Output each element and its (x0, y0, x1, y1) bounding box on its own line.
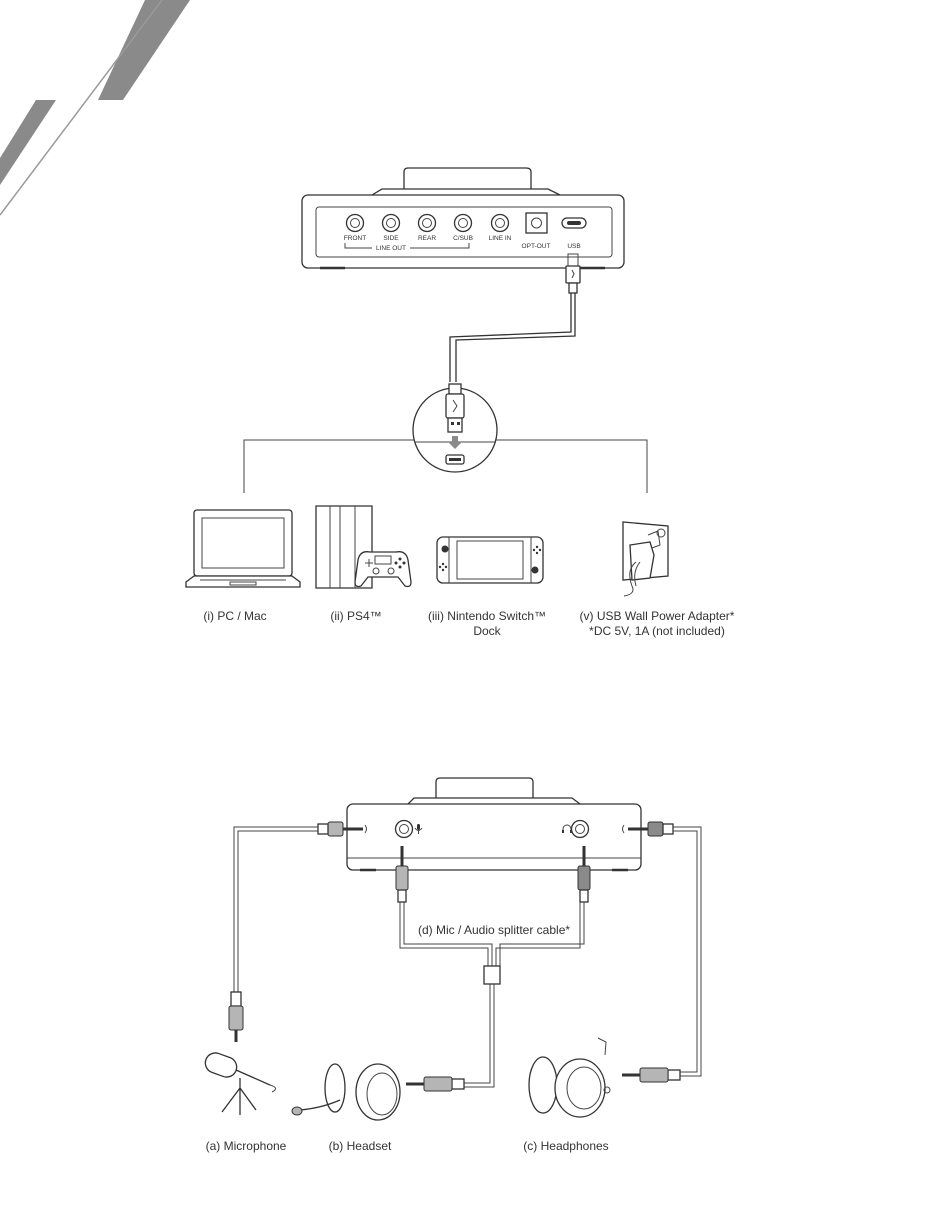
peripheral-label-headphones: (c) Headphones (506, 1139, 626, 1154)
handheld-console-icon (437, 537, 543, 583)
microphone-icon (203, 1050, 276, 1115)
usb-a-connector-detail (413, 384, 497, 472)
port-label-opt-out: OPT-OUT (522, 243, 551, 250)
device-label-pc-mac: (i) PC / Mac (176, 609, 294, 624)
headset-icon (292, 1018, 400, 1120)
device-label-switch-line1: (iii) Nintendo Switch™ (412, 609, 562, 624)
line-out-group-label: LINE OUT (376, 245, 406, 252)
port-label-front: FRONT (344, 235, 366, 242)
port-label-csub: C/SUB (453, 235, 473, 242)
device-label-switch-line2: Dock (412, 624, 562, 639)
peripheral-label-microphone: (a) Microphone (186, 1139, 306, 1154)
microphone-cable-plug (229, 992, 243, 1042)
sound-card-front-panel (347, 778, 641, 870)
headset-plug (406, 1077, 464, 1091)
headphones-icon (529, 1025, 610, 1117)
game-console-icon (316, 506, 411, 588)
laptop-icon (186, 510, 300, 587)
wall-adapter-icon (623, 522, 668, 596)
splitter-cable-label: (d) Mic / Audio splitter cable* (418, 923, 570, 937)
port-label-rear: REAR (418, 235, 436, 242)
peripheral-label-headset: (b) Headset (310, 1139, 410, 1154)
device-label-ps4: (ii) PS4™ (306, 609, 406, 624)
audio-connection-diagram: (d) Mic / Audio splitter cable* (0, 770, 950, 1140)
usb-connection-diagram: FRONT SIDE REAR C/SUB LINE IN OPT-OUT US… (0, 150, 950, 600)
port-label-usb: USB (567, 243, 580, 250)
port-label-line-in: LINE IN (489, 235, 512, 242)
device-label-adapter-line1: (v) USB Wall Power Adapter* (562, 609, 752, 624)
sound-card-rear-panel: FRONT SIDE REAR C/SUB LINE IN OPT-OUT US… (302, 168, 624, 268)
device-label-adapter-line2: *DC 5V, 1A (not included) (562, 624, 752, 639)
device-label-usb-wall-adapter: (v) USB Wall Power Adapter* *DC 5V, 1A (… (562, 609, 752, 639)
headphones-plug (622, 1068, 680, 1082)
port-label-side: SIDE (383, 235, 399, 242)
device-label-nintendo-switch: (iii) Nintendo Switch™ Dock (412, 609, 562, 639)
